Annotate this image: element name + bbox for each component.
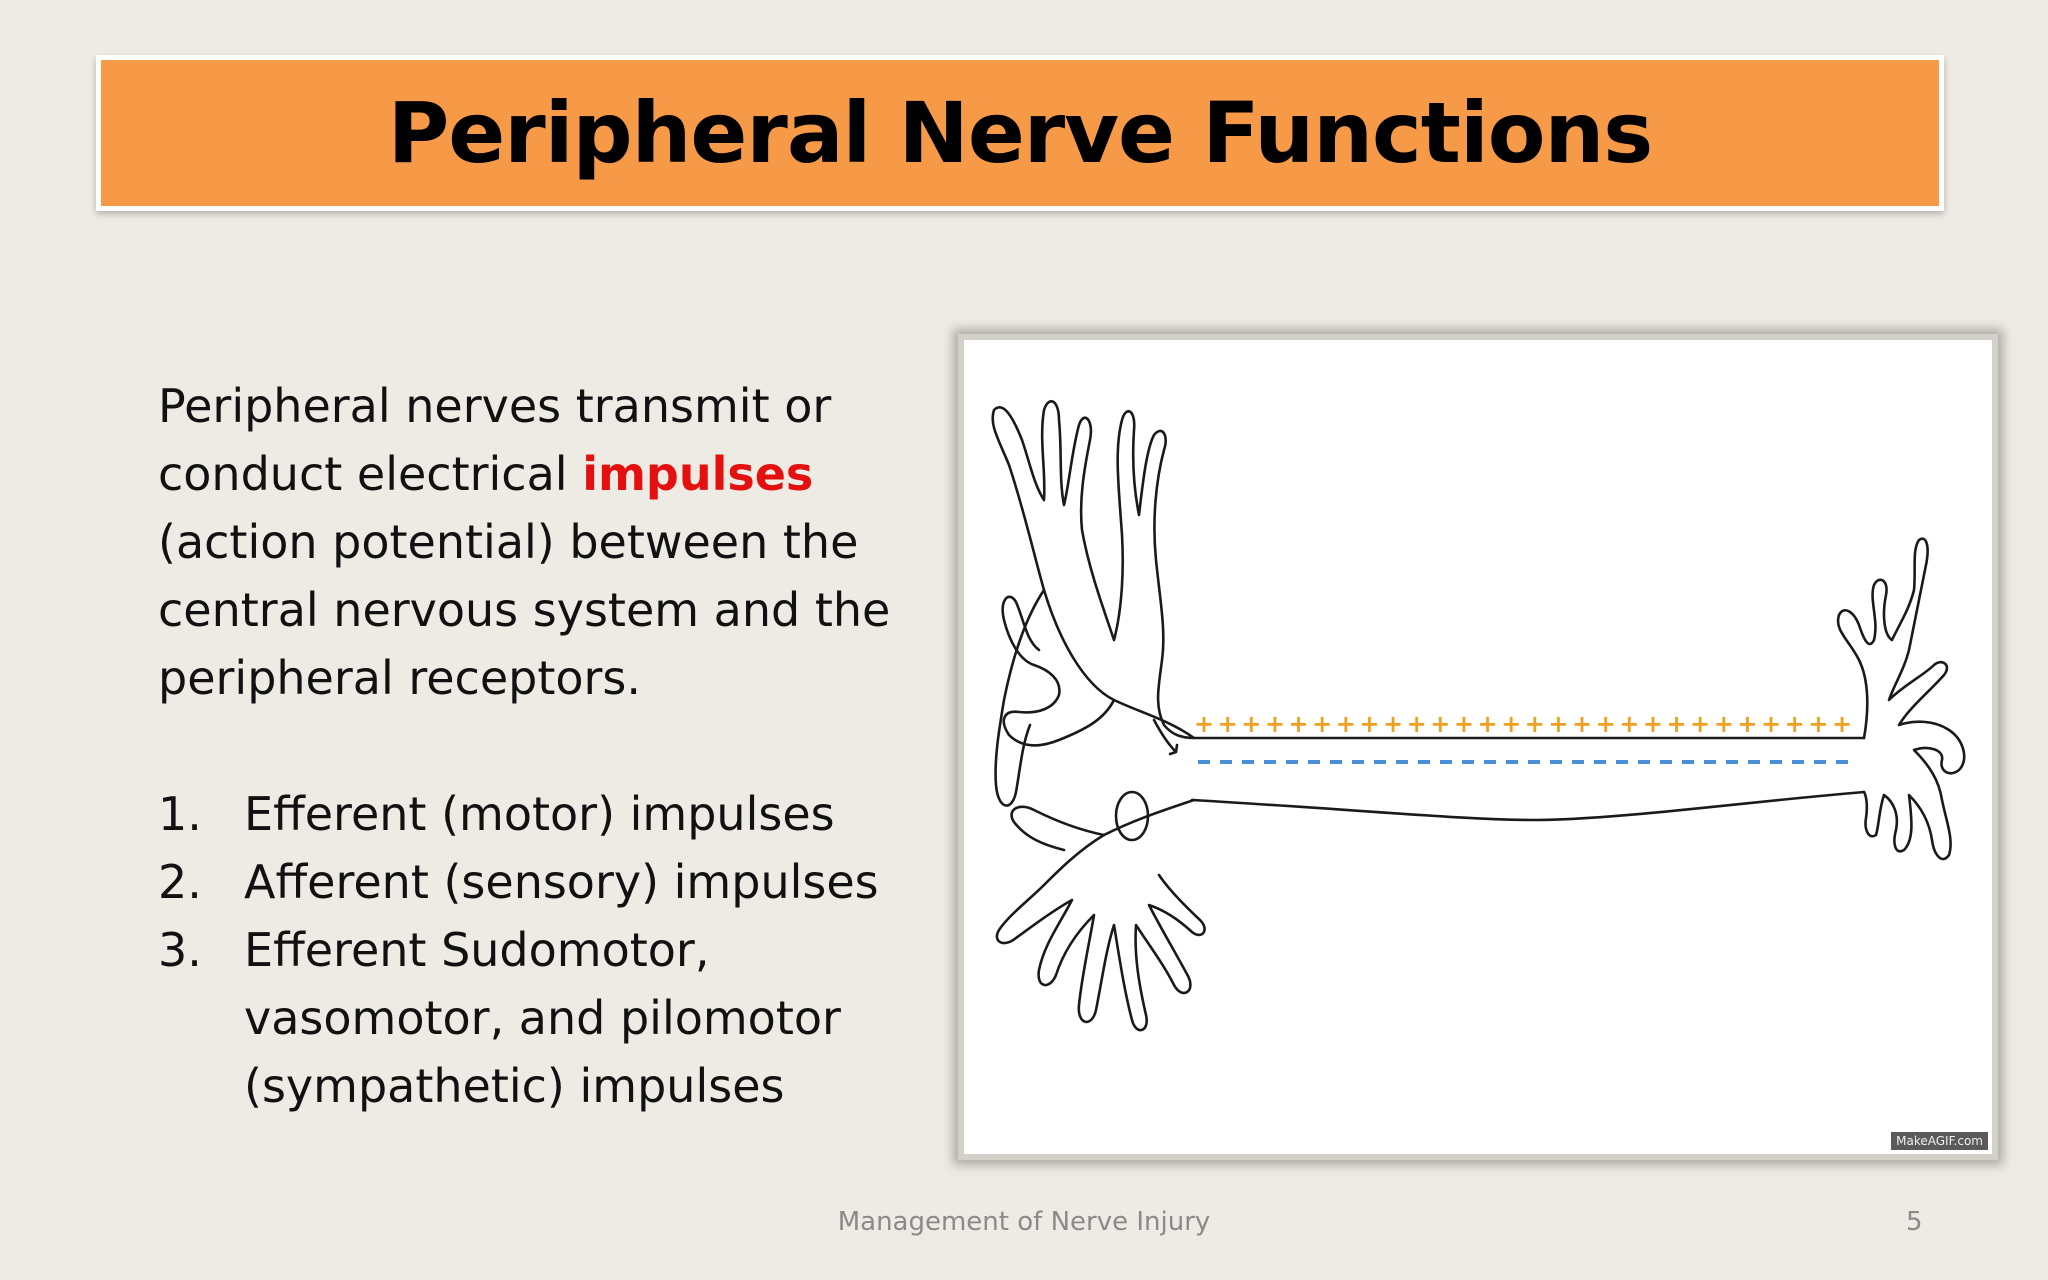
body-text: Peripheral nerves transmit or conduct el… xyxy=(158,372,898,1120)
list-item-number: 2. xyxy=(158,855,202,909)
positive-charge-sign: + xyxy=(1572,710,1592,738)
watermark: MakeAGIF.com xyxy=(1891,1132,1988,1150)
soma-outline xyxy=(991,399,1196,740)
negative-charge-sign xyxy=(1242,760,1254,764)
negative-charge-sign xyxy=(1748,760,1760,764)
stimulus-arrow xyxy=(1152,718,1178,754)
positive-charge-sign: + xyxy=(1336,710,1356,738)
negative-charge-sign xyxy=(1418,760,1430,764)
positive-charge-sign: + xyxy=(1690,710,1710,738)
positive-charge-sign: + xyxy=(1194,710,1214,738)
positive-charge-sign: + xyxy=(1761,710,1781,738)
negative-charge-sign xyxy=(1704,760,1716,764)
negative-charge-row xyxy=(1198,760,1848,764)
negative-charge-sign xyxy=(1396,760,1408,764)
page-number: 5 xyxy=(1906,1207,1923,1237)
list-item: 3. Efferent Sudomotor, vasomotor, and pil… xyxy=(158,916,898,1120)
positive-charge-sign: + xyxy=(1596,710,1616,738)
negative-charge-sign xyxy=(1660,760,1672,764)
neuron-outline xyxy=(991,399,1966,1032)
positive-charge-sign: + xyxy=(1288,710,1308,738)
positive-charge-sign: + xyxy=(1501,710,1521,738)
negative-charge-sign xyxy=(1198,760,1210,764)
negative-charge-sign xyxy=(1572,760,1584,764)
list-item-text: Efferent (motor) impulses xyxy=(244,787,835,841)
list-item: 1. Efferent (motor) impulses xyxy=(158,780,898,848)
positive-charge-sign: + xyxy=(1714,710,1734,738)
intro-text-after: (action potential) between the central n… xyxy=(158,515,891,705)
negative-charge-sign xyxy=(1682,760,1694,764)
positive-charge-sign: + xyxy=(1667,710,1687,738)
slide-title: Peripheral Nerve Functions xyxy=(387,84,1654,182)
positive-charge-sign: + xyxy=(1548,710,1568,738)
intro-paragraph: Peripheral nerves transmit or conduct el… xyxy=(158,372,898,712)
negative-charge-sign xyxy=(1814,760,1826,764)
axon-terminal xyxy=(1836,537,1966,861)
dendrite-lower-left xyxy=(1010,805,1106,852)
positive-charge-sign: + xyxy=(1265,710,1285,738)
positive-charge-sign: + xyxy=(1218,710,1238,738)
positive-charge-sign: + xyxy=(1241,710,1261,738)
neuron-illustration: ++++++++++++++++++++++++++++ xyxy=(991,399,1966,1032)
highlighted-word: impulses xyxy=(582,447,814,501)
positive-charge-sign: + xyxy=(1619,710,1639,738)
negative-charge-sign xyxy=(1594,760,1606,764)
positive-charge-sign: + xyxy=(1383,710,1403,738)
slide-footer: Management of Nerve Injury xyxy=(837,1207,1211,1237)
negative-charge-sign xyxy=(1484,760,1496,764)
positive-charge-sign: + xyxy=(1832,710,1852,738)
dendrite-bottom xyxy=(995,798,1206,1032)
title-banner: Peripheral Nerve Functions xyxy=(96,55,1944,211)
intro-text-before: Peripheral nerves transmit or conduct el… xyxy=(158,379,832,501)
dendrite-left-lower xyxy=(1001,595,1116,747)
negative-charge-sign xyxy=(1528,760,1540,764)
negative-charge-sign xyxy=(1308,760,1320,764)
list-item-number: 1. xyxy=(158,787,202,841)
axon-lower-edge xyxy=(1190,790,1866,822)
negative-charge-sign xyxy=(1550,760,1562,764)
nucleus xyxy=(1114,790,1150,842)
arrow-head xyxy=(1168,743,1179,756)
positive-charge-sign: + xyxy=(1454,710,1474,738)
negative-charge-sign xyxy=(1264,760,1276,764)
positive-charge-sign: + xyxy=(1785,710,1805,738)
positive-charge-sign: + xyxy=(1430,710,1450,738)
negative-charge-sign xyxy=(1462,760,1474,764)
negative-charge-sign xyxy=(1330,760,1342,764)
list-item: 2. Afferent (sensory) impulses xyxy=(158,848,898,916)
positive-charge-sign: + xyxy=(1407,710,1427,738)
negative-charge-sign xyxy=(1440,760,1452,764)
negative-charge-sign xyxy=(1506,760,1518,764)
negative-charge-sign xyxy=(1286,760,1298,764)
positive-charge-row: ++++++++++++++++++++++++++++ xyxy=(1194,710,1852,738)
negative-charge-sign xyxy=(1836,760,1848,764)
positive-charge-sign: + xyxy=(1478,710,1498,738)
negative-charge-sign xyxy=(1638,760,1650,764)
positive-charge-sign: + xyxy=(1312,710,1332,738)
negative-charge-sign xyxy=(1374,760,1386,764)
impulse-list: 1. Efferent (motor) impulses 2. Afferent (… xyxy=(158,780,898,1120)
negative-charge-sign xyxy=(1792,760,1804,764)
list-item-text: Afferent (sensory) impulses xyxy=(244,855,879,909)
positive-charge-sign: + xyxy=(1737,710,1757,738)
positive-charge-sign: + xyxy=(1643,710,1663,738)
list-item-number: 3. xyxy=(158,923,202,977)
positive-charge-sign: + xyxy=(1525,710,1545,738)
list-item-text: Efferent Sudomotor, vasomotor, and pilom… xyxy=(244,923,841,1113)
negative-charge-sign xyxy=(1770,760,1782,764)
dendrite-left-side xyxy=(994,588,1046,807)
positive-charge-sign: + xyxy=(1808,710,1828,738)
positive-charge-sign: + xyxy=(1359,710,1379,738)
neuron-figure: ++++++++++++++++++++++++++++ MakeAGIF.co… xyxy=(958,334,1998,1160)
negative-charge-sign xyxy=(1616,760,1628,764)
negative-charge-sign xyxy=(1220,760,1232,764)
negative-charge-sign xyxy=(1726,760,1738,764)
negative-charge-sign xyxy=(1352,760,1364,764)
